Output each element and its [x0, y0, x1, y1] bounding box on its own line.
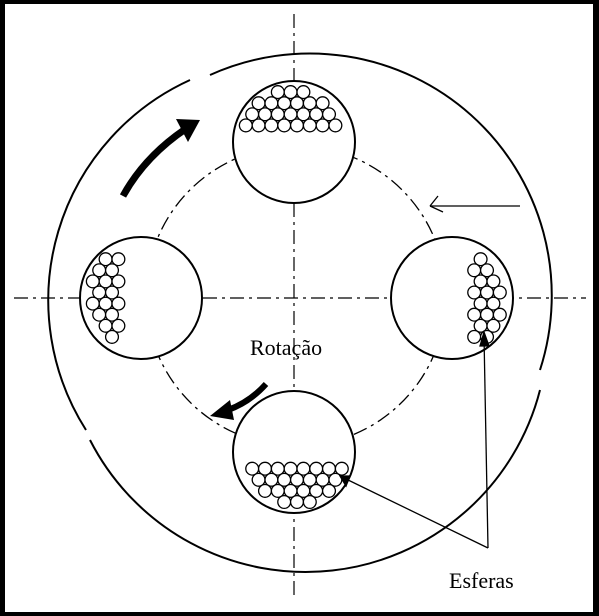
ball [473, 252, 488, 267]
ball [277, 494, 292, 510]
ball [302, 118, 317, 133]
ball [315, 96, 330, 111]
ball [264, 118, 279, 133]
ball [321, 107, 337, 122]
ball [479, 263, 495, 278]
balls-left [85, 252, 126, 344]
ball [492, 307, 507, 322]
rotation-arrow-top-left [119, 119, 200, 198]
ball [321, 483, 337, 498]
ball [104, 307, 120, 322]
ball [277, 118, 292, 133]
ball [486, 296, 501, 311]
ball [289, 118, 305, 133]
ball [111, 274, 126, 289]
outer-disc [47, 52, 553, 573]
ball [251, 118, 266, 133]
balls-label-leaders [338, 329, 490, 549]
rotation-arrow-bottom-left [210, 381, 269, 420]
ball [486, 274, 501, 289]
ball [315, 118, 330, 133]
ball [111, 296, 126, 311]
ball [486, 318, 501, 333]
ball [328, 118, 343, 133]
ball [111, 318, 126, 333]
ball [238, 118, 253, 133]
balls-bottom [245, 461, 349, 510]
ball [104, 285, 120, 300]
ball [492, 285, 507, 300]
ball [111, 252, 126, 267]
balls-label: Esferas [449, 568, 514, 593]
ball [334, 461, 349, 476]
ball [302, 494, 317, 510]
ball [104, 329, 120, 344]
ball [257, 483, 273, 498]
balls-right [467, 252, 507, 344]
annotation-leader-right [429, 195, 520, 213]
ball [104, 263, 120, 278]
balls-top [238, 85, 343, 133]
ball [467, 329, 482, 344]
ball [289, 494, 305, 510]
ball [296, 85, 311, 100]
rotation-label: Rotação [250, 335, 322, 360]
